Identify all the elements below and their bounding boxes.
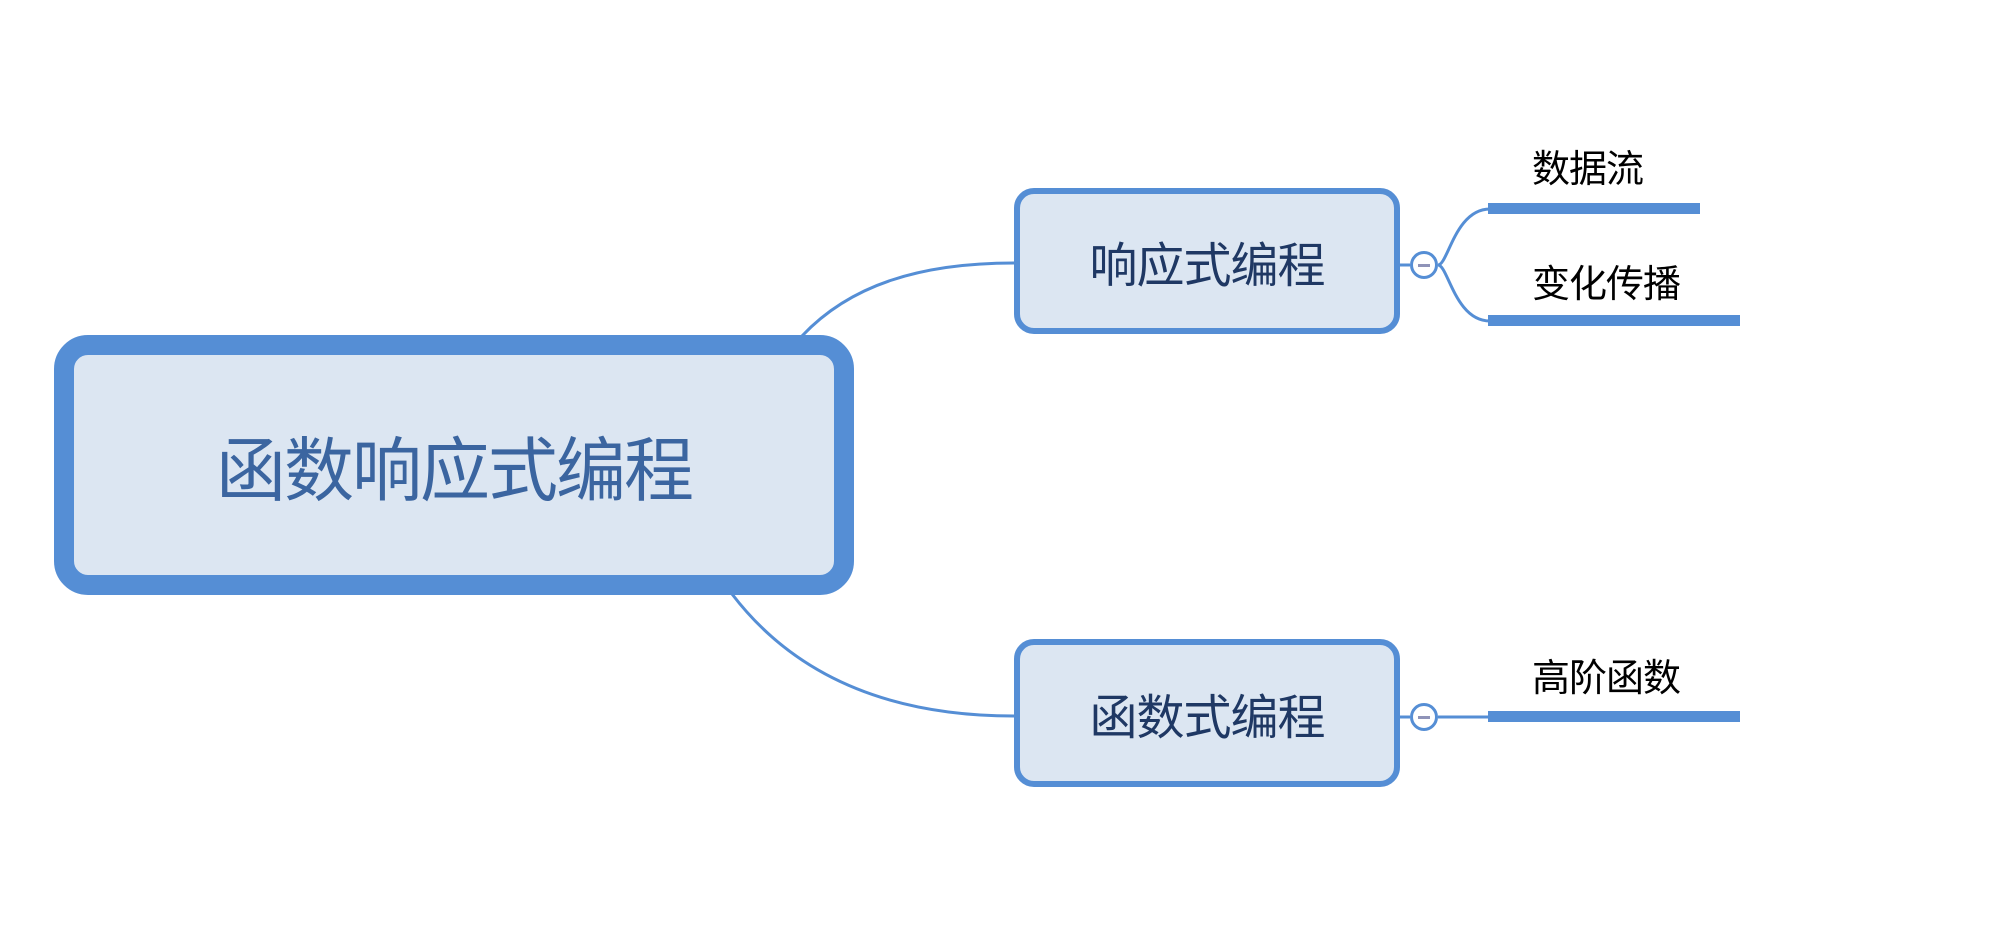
root-node[interactable]: 函数响应式编程 [54, 335, 854, 595]
branch-node-functional-programming[interactable]: 函数式编程 [1014, 639, 1400, 787]
leaf-underline-higher-order [1488, 711, 1740, 722]
connector-to-propagation [1437, 263, 1491, 323]
leaf-node-higher-order-functions[interactable]: 高阶函数 [1532, 656, 1681, 700]
minus-icon [1418, 263, 1430, 267]
collapse-toggle-functional[interactable] [1410, 703, 1438, 731]
minus-icon [1418, 715, 1430, 719]
leaf-underline-propagation [1488, 315, 1740, 326]
collapse-toggle-reactive[interactable] [1410, 251, 1438, 279]
branch-node-reactive-programming[interactable]: 响应式编程 [1014, 188, 1400, 334]
root-node-label: 函数响应式编程 [216, 429, 694, 512]
connector-to-dataflow [1437, 207, 1491, 267]
connector-root-to-functional [730, 593, 1015, 718]
branch-node-label: 响应式编程 [1089, 238, 1325, 294]
branch-node-label: 函数式编程 [1089, 690, 1325, 746]
leaf-node-change-propagation[interactable]: 变化传播 [1532, 262, 1681, 306]
leaf-underline-dataflow [1488, 203, 1700, 214]
leaf-node-dataflow[interactable]: 数据流 [1532, 147, 1644, 191]
connector-root-to-reactive [800, 261, 1015, 338]
